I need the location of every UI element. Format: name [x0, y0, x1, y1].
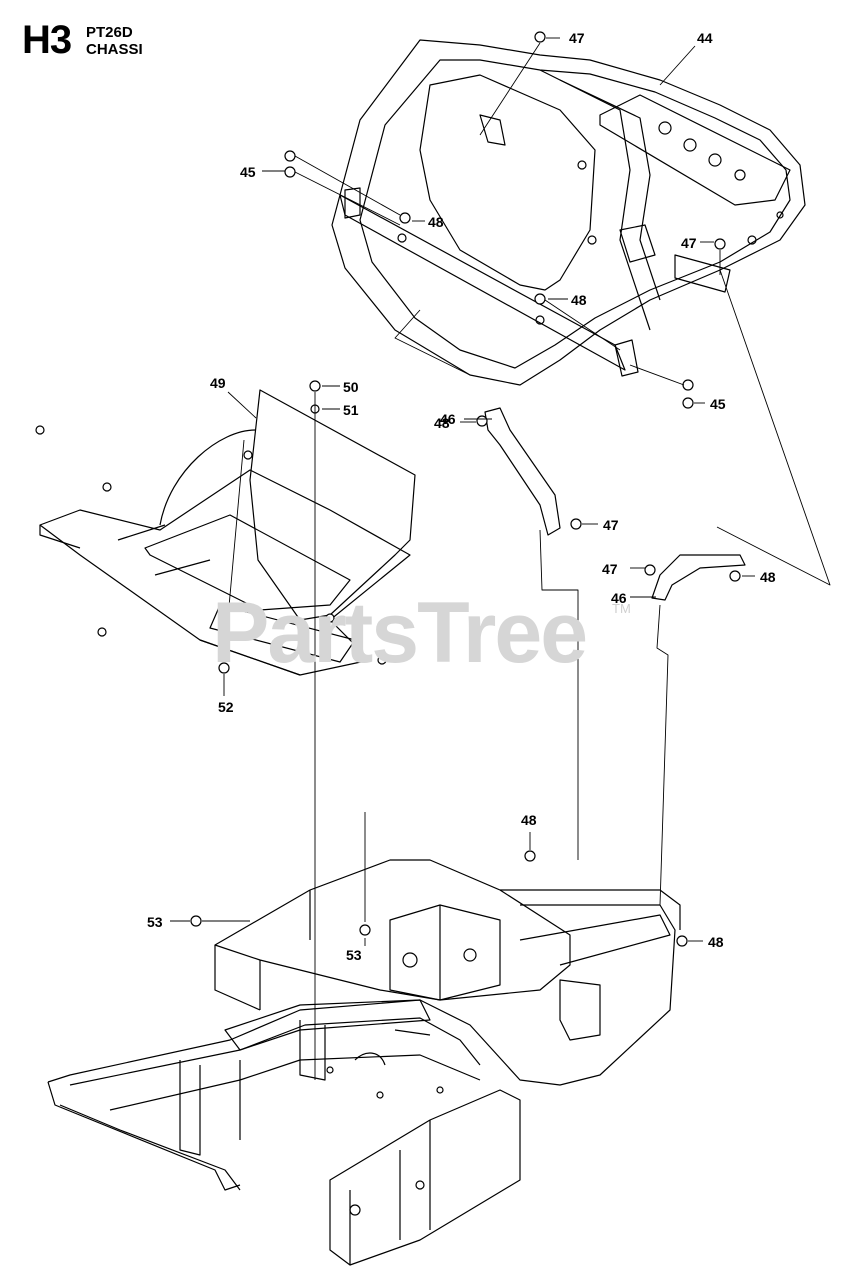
callout-53[interactable]: 53: [147, 914, 163, 930]
callout-45[interactable]: 45: [240, 164, 256, 180]
bracket-46-left: [484, 407, 561, 536]
callout-48[interactable]: 48: [760, 569, 776, 585]
callout-52[interactable]: 52: [218, 699, 234, 715]
callout-44[interactable]: 44: [697, 30, 713, 46]
section-label: CHASSI: [86, 41, 143, 58]
callout-48[interactable]: 48: [708, 934, 724, 950]
callout-48[interactable]: 48: [434, 415, 450, 431]
callout-45[interactable]: 45: [710, 396, 726, 412]
watermark-trademark: TM: [612, 601, 631, 616]
callout-53[interactable]: 53: [346, 947, 362, 963]
callout-48[interactable]: 48: [428, 214, 444, 230]
callout-48[interactable]: 48: [521, 812, 537, 828]
callout-50[interactable]: 50: [343, 379, 359, 395]
callout-46[interactable]: 46: [440, 411, 456, 427]
model-label: PT26D: [86, 24, 133, 41]
callout-51[interactable]: 51: [343, 402, 359, 418]
callout-49[interactable]: 49: [210, 375, 226, 391]
page-code: H3: [22, 18, 72, 62]
callout-47[interactable]: 47: [603, 517, 619, 533]
watermark-text: PartsTree: [212, 585, 588, 681]
callout-47[interactable]: 47: [681, 235, 697, 251]
fender-frame: [331, 39, 806, 386]
hardware: [35, 31, 741, 947]
bracket-46-right: [651, 554, 746, 601]
callout-47[interactable]: 47: [569, 30, 585, 46]
callout-46[interactable]: 46: [611, 590, 627, 606]
leader-lines: [170, 37, 831, 1080]
callout-48[interactable]: 48: [571, 292, 587, 308]
callout-47[interactable]: 47: [602, 561, 618, 577]
main-chassis: [47, 859, 681, 1266]
